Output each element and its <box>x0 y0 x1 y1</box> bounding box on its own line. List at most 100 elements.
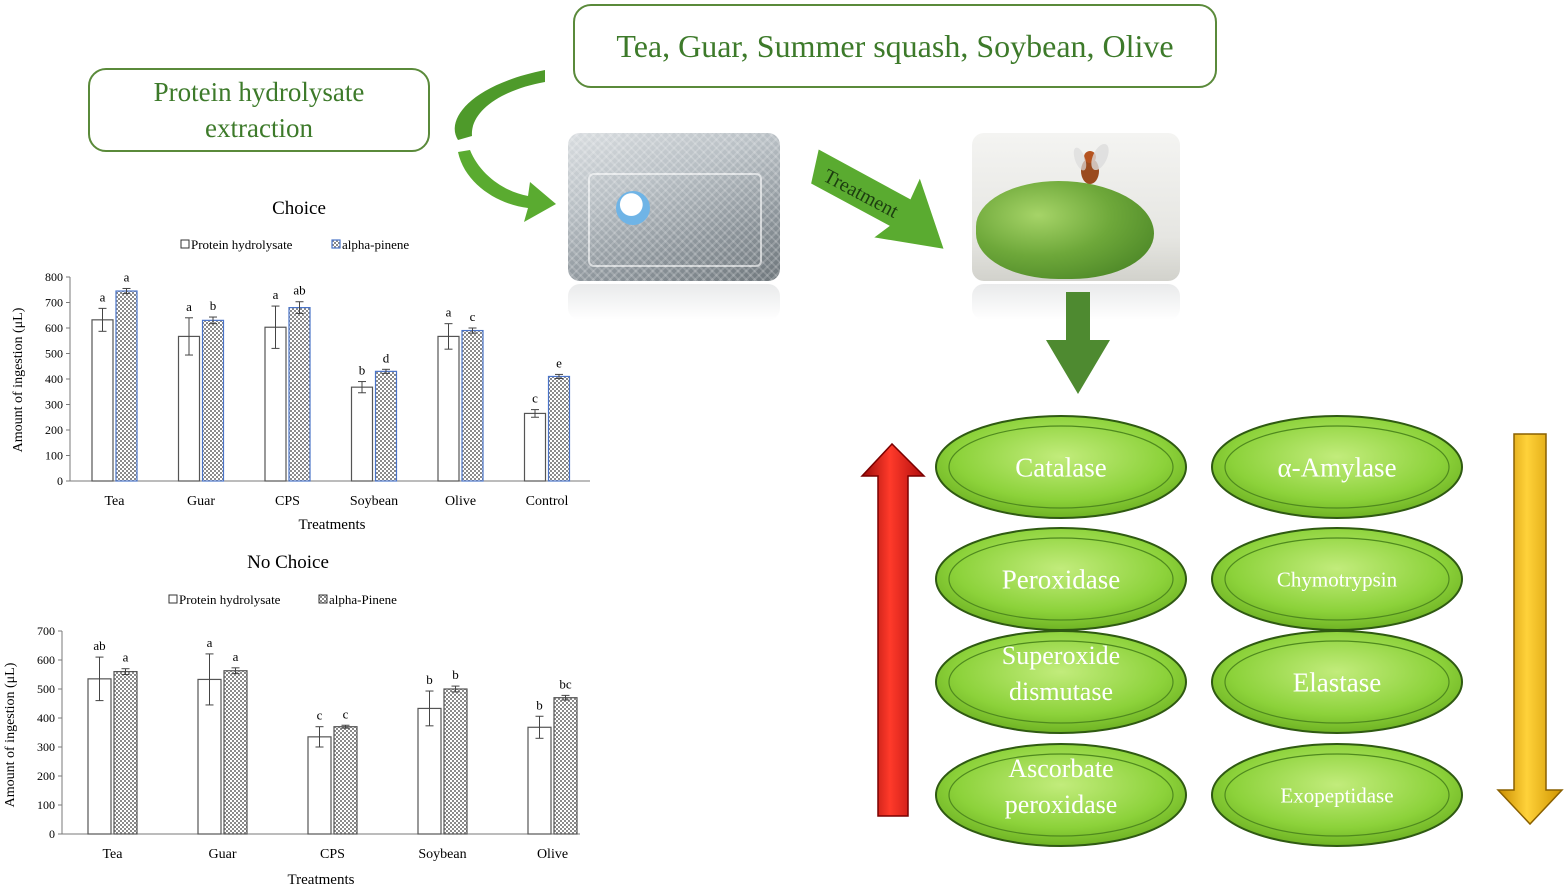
enzyme-label: α-Amylase <box>1277 452 1396 482</box>
crops-box: Tea, Guar, Summer squash, Soybean, Olive <box>573 4 1217 88</box>
legend-swatch-pinene <box>331 239 341 249</box>
enzyme-label: Elastase <box>1293 667 1381 697</box>
y-tick-label: 500 <box>37 682 55 696</box>
curved-arrow-bottom <box>458 150 556 222</box>
significance-letter: e <box>556 355 562 370</box>
y-tick-label: 100 <box>37 798 55 812</box>
choice-x-axis-label: Treatments <box>299 517 366 533</box>
choice-chart: Choice Protein hydrolysate alpha-pinene … <box>11 198 590 533</box>
extraction-line-2: extraction <box>205 113 313 143</box>
error-bar <box>555 373 563 379</box>
choice-y-axis-label: Amount of ingestion (μL) <box>11 307 26 452</box>
x-tick-label: CPS <box>320 847 345 862</box>
x-tick-label: CPS <box>275 494 300 509</box>
x-tick-label: Guar <box>187 494 215 509</box>
significance-letter: b <box>210 298 217 313</box>
significance-letter: b <box>426 672 433 687</box>
significance-letter: c <box>343 706 349 721</box>
enzyme-oval-increased-0: Catalase <box>935 415 1187 519</box>
bar-pinene <box>201 319 225 482</box>
y-tick-label: 700 <box>45 296 63 310</box>
enzyme-label: Chymotrypsin <box>1277 567 1398 591</box>
y-tick-label: 600 <box>37 653 55 667</box>
bar-protein <box>264 326 287 482</box>
legend-swatch-protein-2 <box>168 594 178 604</box>
significance-letter: c <box>532 391 538 406</box>
error-bar <box>358 381 366 394</box>
y-tick-label: 800 <box>45 270 63 284</box>
error-bar <box>98 307 107 332</box>
y-tick-label: 700 <box>37 624 55 638</box>
significance-letter: a <box>446 305 452 320</box>
bar-protein <box>307 736 332 835</box>
extraction-line-1: Protein hydrolysate <box>153 77 365 107</box>
legend-label-protein-2: Protein hydrolysate <box>179 592 281 607</box>
significance-letter: ab <box>93 638 105 653</box>
error-bar <box>271 305 280 349</box>
enzyme-label: Peroxidase <box>1002 564 1120 594</box>
legend-label-protein: Protein hydrolysate <box>191 237 293 252</box>
bar-pinene <box>461 329 484 482</box>
significance-letter: d <box>383 350 390 365</box>
error-bar <box>315 726 324 748</box>
no-choice-x-axis-label: Treatments <box>288 872 355 886</box>
bar-pinene <box>553 697 578 835</box>
y-tick-label: 200 <box>45 423 63 437</box>
choice-legend: Protein hydrolysate alpha-pinene <box>180 237 409 252</box>
bait-cup <box>616 191 650 225</box>
bar-protein <box>350 386 374 482</box>
no-choice-chart-title: No Choice <box>247 552 329 573</box>
error-bar <box>561 694 570 701</box>
x-tick-label: Tea <box>102 847 123 862</box>
significance-letter: bc <box>559 676 572 691</box>
error-bar <box>451 685 460 693</box>
error-bar <box>185 317 193 356</box>
bar-protein <box>527 726 552 835</box>
y-tick-label: 500 <box>45 347 63 361</box>
x-tick-label: Tea <box>104 494 125 509</box>
enzyme-oval-decreased-3: Exopeptidase <box>1211 743 1463 847</box>
no-choice-legend: Protein hydrolysate alpha-Pinene <box>168 592 397 607</box>
enzyme-oval-decreased-0: α-Amylase <box>1211 415 1463 519</box>
error-bar <box>341 724 350 729</box>
significance-letter: a <box>207 635 213 650</box>
significance-letter: b <box>452 667 459 682</box>
enzyme-label: Exopeptidase <box>1280 783 1393 807</box>
bar-protein <box>523 412 547 482</box>
error-bar <box>122 287 131 295</box>
y-tick-label: 200 <box>37 769 55 783</box>
x-tick-label: Olive <box>445 494 476 509</box>
legend-swatch-protein <box>180 239 190 249</box>
bar-protein <box>177 335 201 482</box>
bar-protein <box>417 707 442 835</box>
down-arrow-green <box>1046 292 1110 394</box>
significance-letter: a <box>186 299 192 314</box>
fruit-fly-photo <box>972 133 1180 281</box>
significance-letter: b <box>536 697 543 712</box>
fly-icon <box>1073 143 1109 184</box>
significance-letter: a <box>123 650 129 665</box>
enzyme-oval-decreased-1: Chymotrypsin <box>1211 527 1463 631</box>
enzyme-oval-increased-1: Peroxidase <box>935 527 1187 631</box>
x-tick-label: Control <box>526 494 569 509</box>
significance-letter: a <box>100 289 106 304</box>
y-tick-label: 0 <box>49 827 55 841</box>
bar-pinene <box>223 670 248 835</box>
y-tick-label: 300 <box>45 398 63 412</box>
error-bar <box>121 668 130 675</box>
legend-label-pinene: alpha-pinene <box>342 237 409 252</box>
error-bar <box>205 653 214 706</box>
significance-letter: b <box>359 363 366 378</box>
error-bar <box>209 316 217 325</box>
bar-protein <box>91 319 114 482</box>
y-tick-label: 400 <box>45 372 63 386</box>
legend-swatch-pinene-2 <box>318 594 328 604</box>
bar-protein <box>437 335 460 482</box>
y-tick-label: 400 <box>37 711 55 725</box>
y-tick-label: 0 <box>57 474 63 488</box>
